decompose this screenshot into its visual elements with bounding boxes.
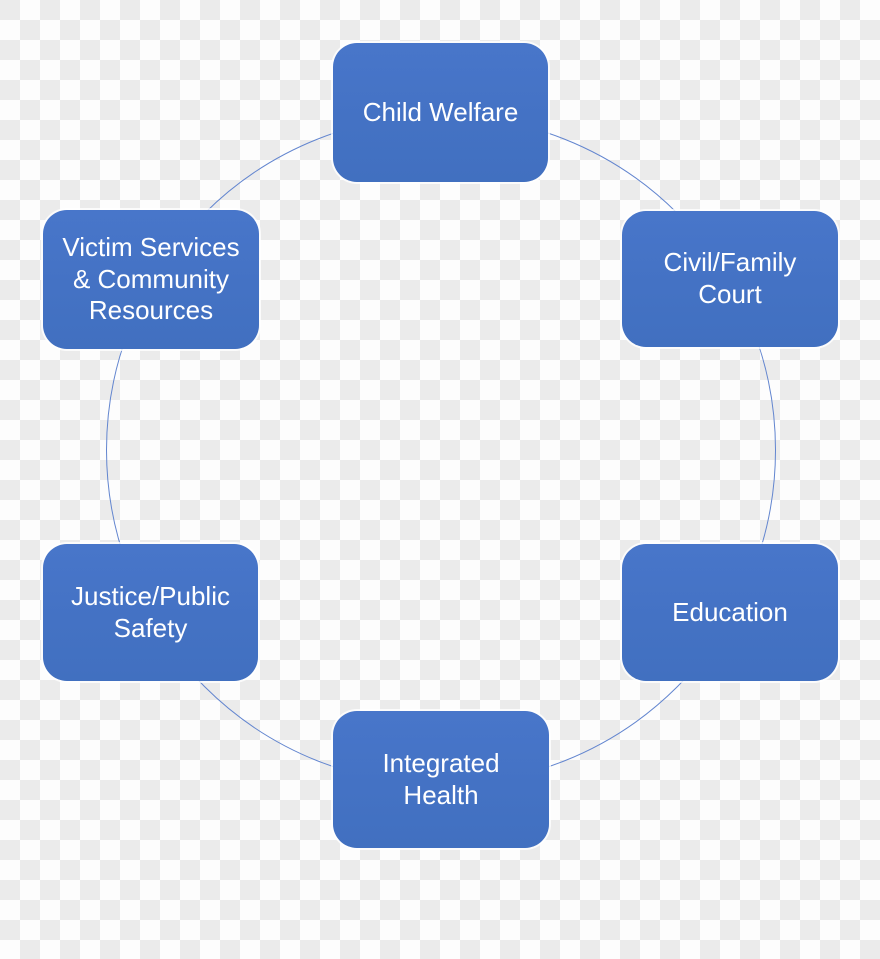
node-label-line: Child Welfare <box>362 96 519 127</box>
node-child-welfare: Child Welfare <box>333 43 548 182</box>
node-education: Education <box>622 544 838 681</box>
node-label-line: Victim Services <box>62 231 240 262</box>
node-label-line: Resources <box>88 295 214 326</box>
node-label-line: Education <box>672 596 788 627</box>
node-label: Justice/Public Safety <box>71 581 230 644</box>
node-label-line: Justice/Public <box>71 580 230 611</box>
node-label-line: Safety <box>113 612 188 643</box>
node-justice-public-safety: Justice/Public Safety <box>43 544 258 681</box>
node-label-line: Civil/Family <box>663 247 797 278</box>
node-label: Civil/Family Court <box>664 247 797 310</box>
node-label: Victim Services & Community Resources <box>62 232 239 327</box>
node-label-line: Court <box>698 279 762 309</box>
node-label-line: Health <box>403 779 479 810</box>
node-label-line: Integrated <box>382 747 500 778</box>
node-integrated-health: Integrated Health <box>333 711 549 848</box>
node-label: Integrated Health <box>382 748 499 811</box>
node-label: Education <box>672 597 788 629</box>
node-label-line: & Community <box>72 263 230 294</box>
node-victim-services-community-resources: Victim Services & Community Resources <box>43 210 259 349</box>
node-label: Child Welfare <box>363 97 519 129</box>
node-civil-family-court: Civil/Family Court <box>622 211 838 347</box>
